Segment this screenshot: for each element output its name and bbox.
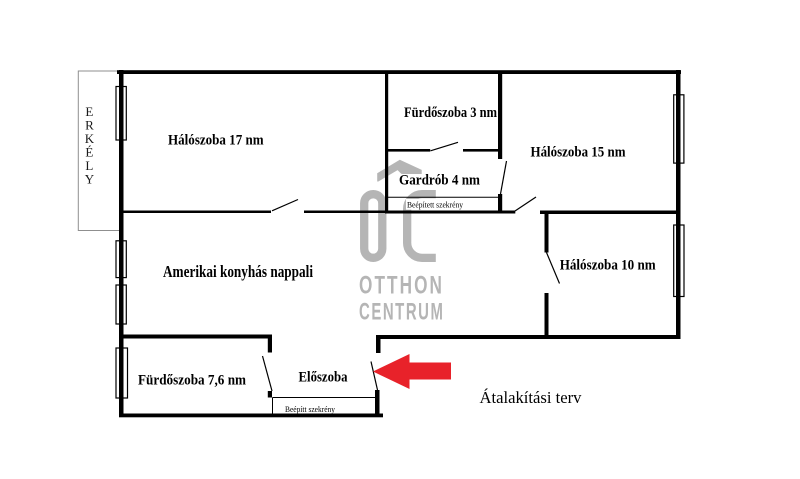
svg-text:Beépített szekrény: Beépített szekrény	[407, 200, 463, 209]
svg-text:OTTHON: OTTHON	[359, 272, 444, 300]
svg-text:Fürdőszoba 3 nm: Fürdőszoba 3 nm	[404, 105, 497, 121]
svg-text:Előszoba: Előszoba	[299, 370, 348, 386]
svg-text:Amerikai konyhás nappali: Amerikai konyhás nappali	[163, 262, 313, 281]
svg-text:Y: Y	[85, 171, 95, 186]
svg-text:Hálószoba 10 nm: Hálószoba 10 nm	[560, 257, 656, 273]
svg-text:Hálószoba 15 nm: Hálószoba 15 nm	[531, 145, 626, 161]
svg-text:Beépítt szekrény: Beépítt szekrény	[285, 405, 335, 414]
svg-text:É: É	[85, 144, 93, 159]
svg-text:R: R	[85, 117, 94, 132]
svg-text:E: E	[85, 104, 93, 119]
svg-text:L: L	[85, 158, 93, 173]
svg-text:CENTRUM: CENTRUM	[359, 298, 445, 325]
svg-text:Hálószoba 17 nm: Hálószoba 17 nm	[168, 132, 264, 148]
svg-text:K: K	[85, 131, 95, 146]
svg-text:Átalakítási terv: Átalakítási terv	[480, 388, 582, 407]
svg-text:Gardrób 4 nm: Gardrób 4 nm	[399, 173, 480, 189]
svg-text:Fürdőszoba 7,6 nm: Fürdőszoba 7,6 nm	[138, 373, 246, 389]
